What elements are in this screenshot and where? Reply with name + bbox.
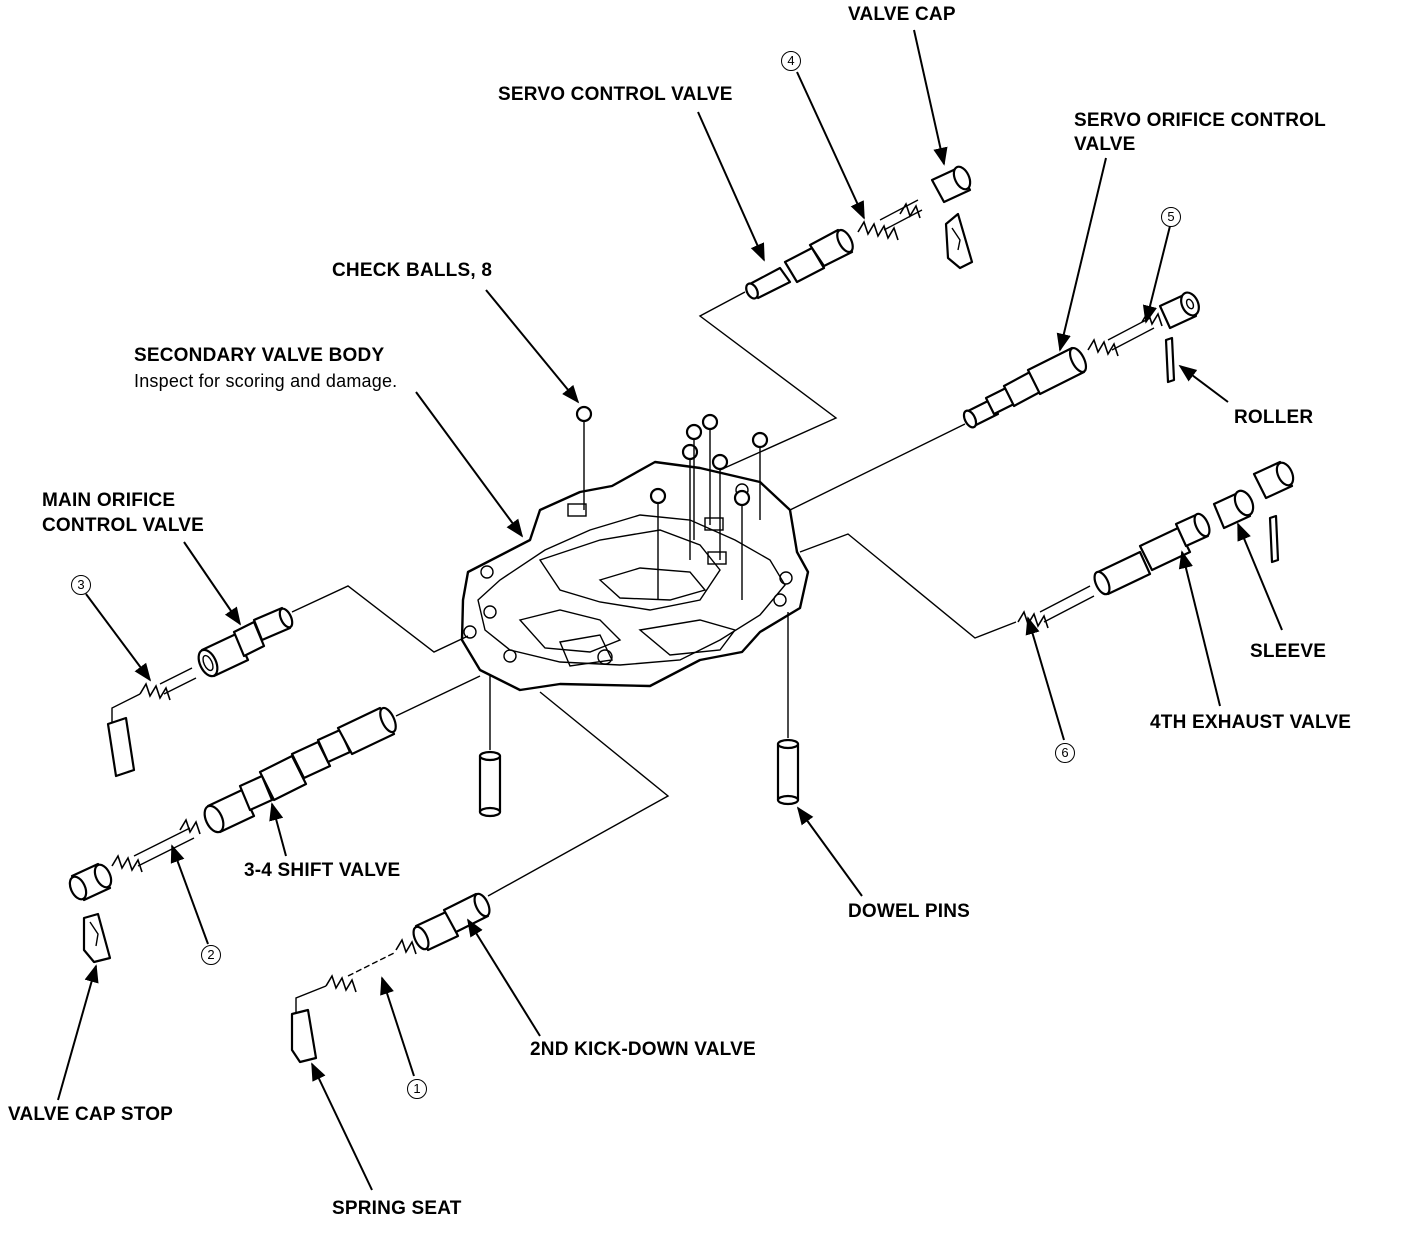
- label-servo-orifice-control-valve-line2: VALVE: [1074, 134, 1136, 155]
- shift-valve-spring: [111, 818, 201, 873]
- label-shift-valve-34: 3-4 SHIFT VALVE: [244, 860, 401, 881]
- callout-3: 3: [71, 575, 91, 595]
- valve-cap-stop: [82, 912, 112, 964]
- top-valve-cap: [930, 165, 974, 270]
- fourth-exhaust-cap: [1252, 460, 1295, 564]
- dowel-pin-left: [478, 676, 502, 818]
- shift-valve-cap: [68, 862, 113, 902]
- label-servo-orifice-control-valve-line1: SERVO ORIFICE CONTROL: [1074, 110, 1326, 131]
- label-check-balls: CHECK BALLS, 8: [332, 260, 493, 281]
- servo-orifice-spring: [1087, 310, 1163, 357]
- sleeve: [1212, 489, 1255, 530]
- check-balls: [575, 405, 769, 600]
- label-second-kickdown-valve: 2ND KICK-DOWN VALVE: [530, 1039, 756, 1060]
- leader-lines: [57, 29, 1283, 1191]
- servo-centerline: [698, 291, 838, 471]
- fourth-exhaust-valve: [1093, 512, 1211, 596]
- main-orifice-spring: [139, 667, 197, 701]
- callout-5: 5: [1161, 207, 1181, 227]
- exhaust-centerline: [799, 533, 1017, 639]
- label-servo-control-valve: SERVO CONTROL VALVE: [498, 84, 733, 105]
- label-sleeve: SLEEVE: [1250, 641, 1327, 662]
- main-orifice-control-valve: [197, 606, 294, 678]
- label-valve-cap-stop: VALVE CAP STOP: [8, 1104, 174, 1125]
- label-valve-cap: VALVE CAP: [848, 4, 956, 25]
- label-secondary-valve-body: SECONDARY VALVE BODY: [134, 345, 385, 366]
- fourth-exhaust-spring: [1017, 585, 1095, 629]
- main-orifice-spring-seat: [106, 716, 136, 778]
- servo-control-spring: [857, 199, 923, 241]
- kickdown-centerline: [487, 691, 670, 897]
- right-centerline: [789, 423, 966, 511]
- kickdown-seat-line: [295, 985, 327, 1012]
- label-fourth-exhaust-valve: 4TH EXHAUST VALVE: [1150, 712, 1352, 733]
- label-main-orifice-line1: MAIN ORIFICE: [42, 490, 176, 511]
- label-spring-seat: SPRING SEAT: [332, 1198, 462, 1219]
- label-dowel-pins: DOWEL PINS: [848, 901, 970, 922]
- dowel-pin-right: [776, 612, 800, 806]
- servo-orifice-control-valve: [962, 346, 1088, 429]
- secondary-valve-body: [460, 460, 810, 692]
- shift-valve-centerline: [395, 675, 481, 717]
- callout-6: 6: [1055, 743, 1075, 763]
- main-orifice-seat-line: [111, 693, 141, 722]
- callout-2: 2: [201, 945, 221, 965]
- callout-4: 4: [781, 51, 801, 71]
- callout-1: 1: [407, 1079, 427, 1099]
- roller: [1164, 336, 1176, 384]
- spring-seat: [290, 1008, 318, 1064]
- second-kickdown-valve: [412, 892, 491, 952]
- label-main-orifice-line2: CONTROL VALVE: [42, 515, 204, 536]
- second-kickdown-spring: [325, 938, 417, 993]
- shift-valve-34: [203, 706, 397, 834]
- main-orifice-centerline: [291, 585, 469, 653]
- servo-control-valve: [745, 228, 854, 300]
- servo-orifice-cap: [1158, 291, 1200, 330]
- label-roller: ROLLER: [1234, 407, 1314, 428]
- label-secondary-valve-body-note: Inspect for scoring and damage.: [134, 371, 398, 391]
